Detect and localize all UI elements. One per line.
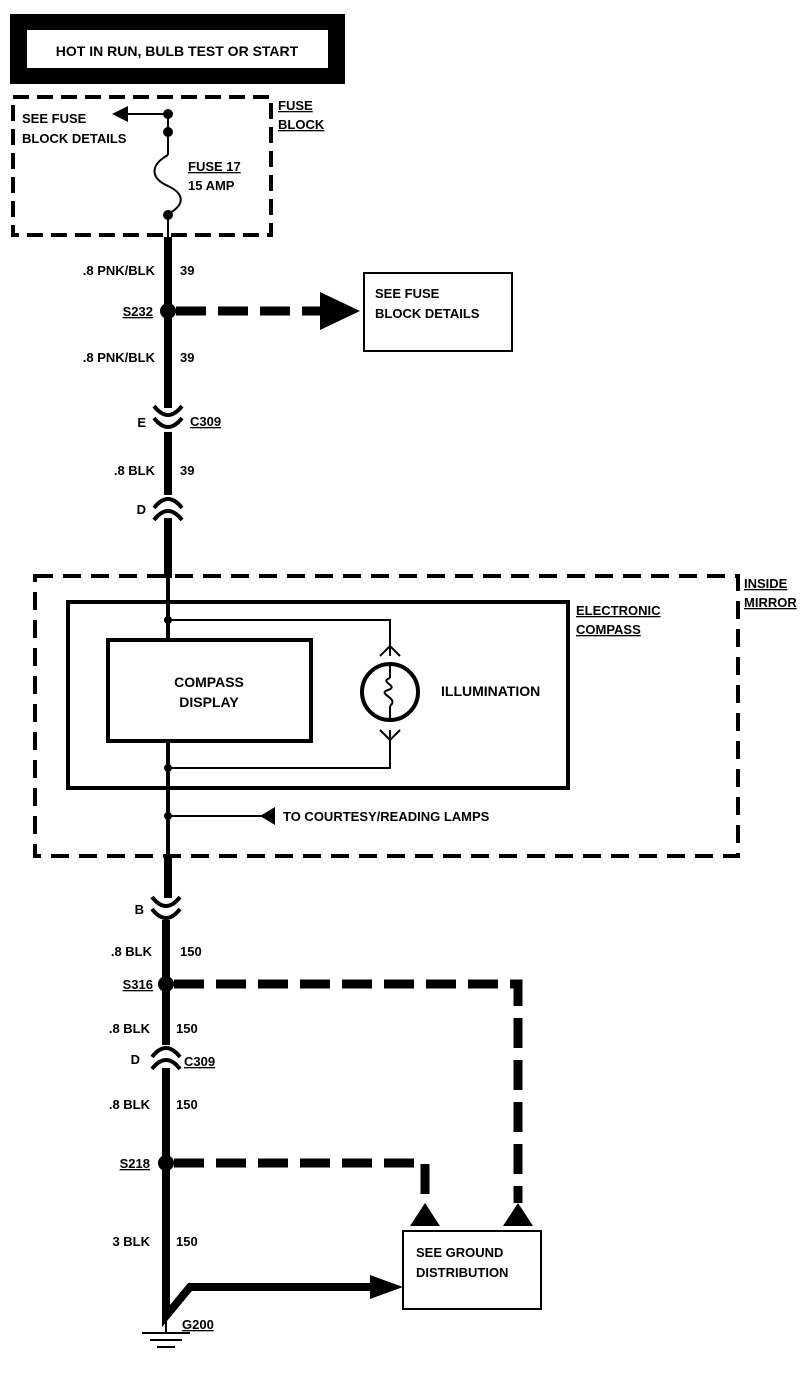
fuse-block: FUSE BLOCK SEE FUSE BLOCK DETAILS FUSE 1… [11, 95, 325, 237]
inside-mirror-title-2: MIRROR [744, 595, 797, 610]
connector-c309-lower: D C309 [131, 1046, 215, 1071]
arrow-down-icon [410, 1203, 440, 1226]
compass-display [106, 638, 313, 743]
inside-mirror-title-1: INSIDE [744, 576, 788, 591]
wire-5-circuit: 150 [176, 1021, 198, 1036]
compass-display-line-2: DISPLAY [179, 694, 239, 710]
splice-s316: S316 [123, 976, 533, 1226]
connector-pin-e: E [137, 415, 146, 430]
fuse-details-box: SEE FUSE BLOCK DETAILS [363, 272, 513, 352]
compass-display-line-1: COMPASS [174, 674, 244, 690]
fuse-block-see-2: BLOCK DETAILS [22, 131, 127, 146]
wire-3-gauge-color: .8 BLK [114, 463, 156, 478]
connector-c309-lower-name: C309 [184, 1054, 215, 1069]
arrow-down-icon [503, 1203, 533, 1226]
connector-pin-d-lower: D [131, 1052, 140, 1067]
illumination-label: ILLUMINATION [441, 683, 540, 699]
connector-pin-b: B [135, 902, 144, 917]
arrow-left-icon [260, 807, 275, 825]
wire-6-gauge-color: .8 BLK [109, 1097, 151, 1112]
fuse-details-line-2: BLOCK DETAILS [375, 306, 480, 321]
power-source-header: HOT IN RUN, BULB TEST OR START [10, 14, 345, 84]
compass-title-1: ELECTRONIC [576, 603, 661, 618]
connector-c309-upper-name: C309 [190, 414, 221, 429]
wire-5-gauge-color: .8 BLK [109, 1021, 151, 1036]
fuse-block-title-1: FUSE [278, 98, 313, 113]
connector-pin-d-upper: D [137, 502, 146, 517]
connector-b: B [135, 895, 182, 920]
fuse-block-see-1: SEE FUSE [22, 111, 87, 126]
main-circuit-wire [162, 237, 380, 1328]
fuse-block-title-2: BLOCK [278, 117, 325, 132]
wire-3-circuit: 39 [180, 463, 194, 478]
courtesy-lamps-label: TO COURTESY/READING LAMPS [283, 809, 490, 824]
connector-icon [150, 895, 182, 908]
splice-s218: S218 [120, 1155, 440, 1226]
splice-s316-label: S316 [123, 977, 153, 992]
electronic-compass: ELECTRONIC COMPASS COMPASS DISPLAY ILLUM… [66, 578, 661, 855]
connector-icon [152, 404, 184, 417]
splice-s232: S232 [123, 292, 360, 330]
ground-symbol: G200 [142, 1316, 214, 1348]
fuse-rating: 15 AMP [188, 178, 235, 193]
ground-name: G200 [182, 1317, 214, 1332]
splice-s218-label: S218 [120, 1156, 150, 1171]
arrow-right-icon [370, 1275, 403, 1299]
inside-mirror: INSIDE MIRROR [33, 574, 797, 858]
wire-4-gauge-color: .8 BLK [111, 944, 153, 959]
wire-7-circuit: 150 [176, 1234, 198, 1249]
wire-4-circuit: 150 [180, 944, 202, 959]
fuse-icon [153, 154, 182, 215]
power-source-label: HOT IN RUN, BULB TEST OR START [56, 43, 299, 59]
splice-s232-label: S232 [123, 304, 153, 319]
ground-distribution-box: SEE GROUND DISTRIBUTION [370, 1230, 542, 1310]
compass-title-2: COMPASS [576, 622, 641, 637]
ground-box-line-1: SEE GROUND [416, 1245, 503, 1260]
wire-1-circuit: 39 [180, 263, 194, 278]
ground-box-line-2: DISTRIBUTION [416, 1265, 508, 1280]
fuse-name: FUSE 17 [188, 159, 241, 174]
wire-6-circuit: 150 [176, 1097, 198, 1112]
connector-c309-upper: E C309 D [137, 404, 221, 522]
wire-2-gauge-color: .8 PNK/BLK [83, 350, 156, 365]
bulb-icon [360, 644, 420, 742]
connector-icon [150, 1046, 182, 1059]
fuse-details-line-1: SEE FUSE [375, 286, 440, 301]
arrow-left-icon [112, 106, 128, 122]
arrow-right-icon [320, 292, 360, 330]
wire-7-gauge-color: 3 BLK [112, 1234, 150, 1249]
wire-1-gauge-color: .8 PNK/BLK [83, 263, 156, 278]
courtesy-lamps-branch: TO COURTESY/READING LAMPS [164, 807, 490, 825]
wire-2-circuit: 39 [180, 350, 194, 365]
